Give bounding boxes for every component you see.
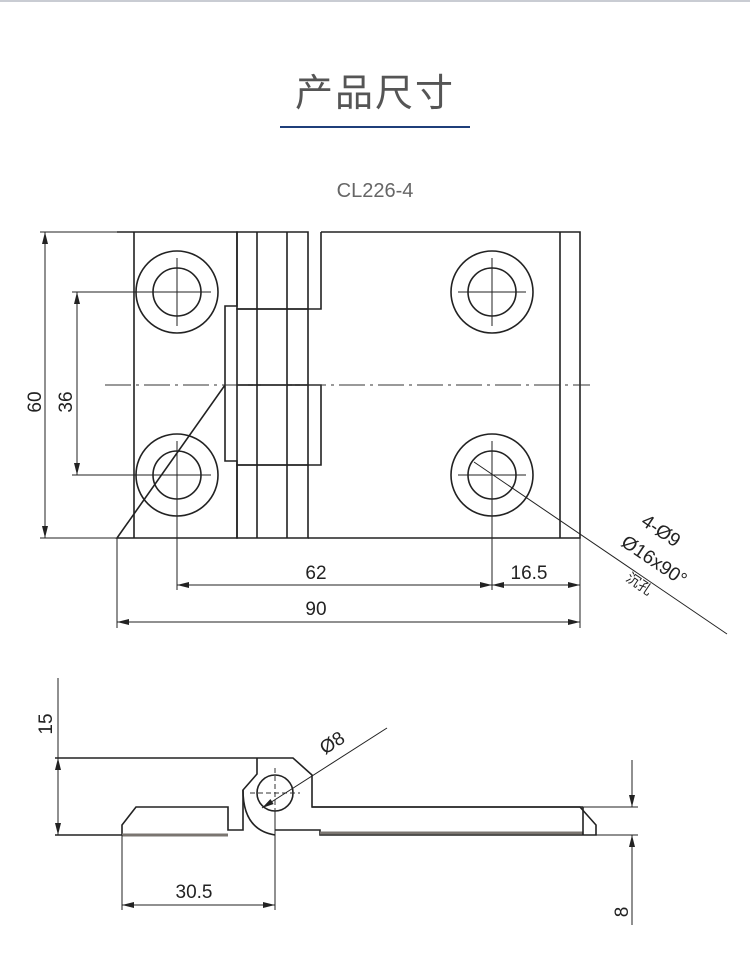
hole-top-right <box>450 250 534 334</box>
dim-8: 8 <box>583 760 638 925</box>
dim-60: 60 <box>25 231 117 539</box>
svg-text:36: 36 <box>56 391 77 412</box>
svg-text:30.5: 30.5 <box>176 882 213 903</box>
svg-text:沉孔: 沉孔 <box>623 569 655 598</box>
svg-text:16.5: 16.5 <box>511 563 548 584</box>
right-leaf-side <box>55 757 597 836</box>
dim-36: 36 <box>56 291 177 476</box>
dim-pin-dia: Ø8 <box>261 727 388 809</box>
svg-text:60: 60 <box>25 391 46 412</box>
hole-bottom-right <box>450 433 534 517</box>
svg-text:62: 62 <box>305 563 326 584</box>
top-view: 60 36 62 16.5 90 4-Ø9 Ø16x90° 沉孔 <box>25 231 728 635</box>
dim-62-16.5-90: 62 16.5 90 <box>116 509 581 628</box>
dim-15: 15 <box>36 678 61 835</box>
model-number: CL226-4 <box>336 180 414 202</box>
page-title: 产品尺寸 <box>294 71 455 115</box>
svg-text:Ø8: Ø8 <box>316 728 349 759</box>
svg-text:8: 8 <box>612 907 633 918</box>
holes <box>135 250 534 517</box>
left-leaf-side <box>121 758 258 835</box>
top-divider <box>0 0 750 2</box>
knuckle-top <box>236 231 309 310</box>
side-view: 15 Ø8 30.5 8 <box>36 678 638 925</box>
svg-text:90: 90 <box>305 599 326 620</box>
hole-note-leader: 4-Ø9 Ø16x90° 沉孔 <box>473 461 728 635</box>
title-underline <box>280 126 470 128</box>
svg-text:15: 15 <box>36 713 57 734</box>
dim-30.5: 30.5 <box>121 811 276 910</box>
